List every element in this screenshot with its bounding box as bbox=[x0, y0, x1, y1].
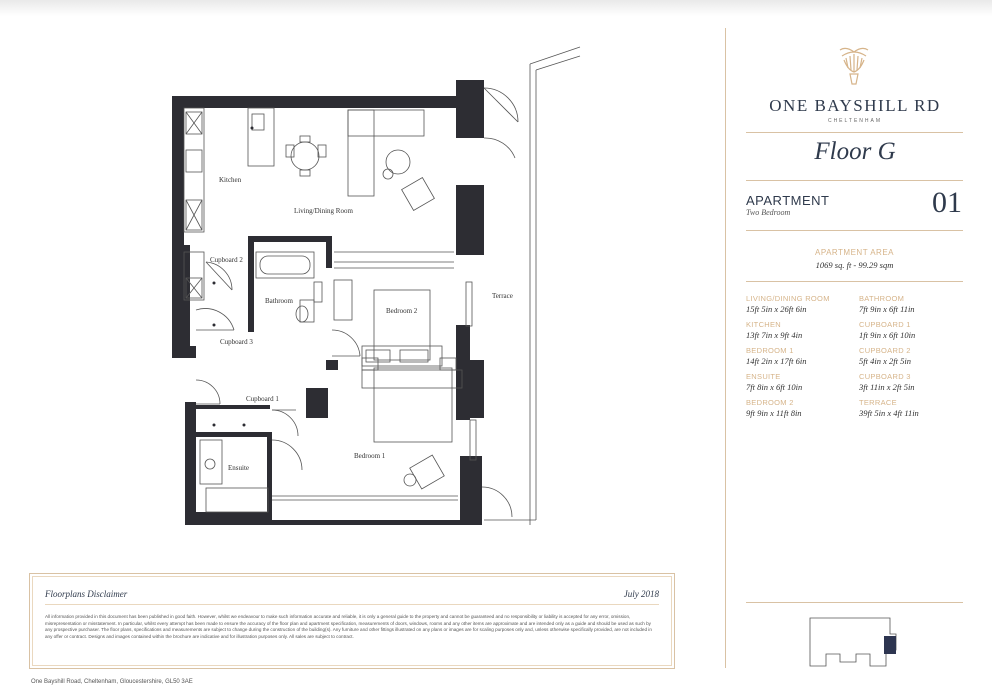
footer-address: One Bayshill Road, Cheltenham, Glouceste… bbox=[31, 679, 193, 685]
divider bbox=[746, 230, 963, 231]
dimension-item: CUPBOARD 1 1ft 9in x 6ft 10in bbox=[859, 320, 964, 341]
dimension-name: BATHROOM bbox=[859, 294, 905, 303]
area-label: APARTMENT AREA bbox=[814, 248, 895, 257]
dimension-item: CUPBOARD 2 5ft 4in x 2ft 5in bbox=[859, 346, 964, 367]
dimension-item: BEDROOM 2 9ft 9in x 11ft 8in bbox=[746, 398, 851, 419]
divider bbox=[746, 180, 963, 181]
area-value: 1069 sq. ft - 99.29 sqm bbox=[815, 260, 894, 270]
disclaimer-text: All information provided in this documen… bbox=[45, 614, 652, 639]
dimension-name: LIVING/DINING ROOM bbox=[746, 294, 830, 303]
dimension-value: 7ft 8in x 6ft 10in bbox=[746, 382, 803, 392]
socket-marks bbox=[212, 126, 254, 518]
dimension-value: 13ft 7in x 9ft 4in bbox=[746, 330, 803, 340]
panel-divider bbox=[725, 28, 726, 668]
dimension-item: CUPBOARD 3 3ft 11in x 2ft 5in bbox=[859, 372, 964, 393]
disclaimer-date: July 2018 bbox=[623, 589, 659, 599]
floor-plan: Kitchen Living/Dining Room Cupboard 2 Ba… bbox=[172, 46, 581, 525]
key-plan bbox=[809, 617, 897, 667]
room-label-terrace: Terrace bbox=[492, 292, 513, 300]
dimension-item: LIVING/DINING ROOM 15ft 5in x 26ft 6in bbox=[746, 294, 851, 315]
dimension-value: 14ft 2in x 17ft 6in bbox=[746, 356, 807, 366]
divider bbox=[746, 281, 963, 282]
dimension-name: TERRACE bbox=[859, 398, 897, 407]
dimension-item: BEDROOM 1 14ft 2in x 17ft 6in bbox=[746, 346, 851, 367]
dimension-value: 39ft 5in x 4ft 11in bbox=[859, 408, 919, 418]
room-label-bedroom1: Bedroom 1 bbox=[354, 452, 386, 460]
dimension-name: BEDROOM 1 bbox=[746, 346, 794, 355]
room-label-cupboard2: Cupboard 2 bbox=[210, 256, 243, 264]
capital-logo-icon bbox=[839, 47, 869, 85]
room-label-cupboard3: Cupboard 3 bbox=[220, 338, 253, 346]
dimension-name: CUPBOARD 1 bbox=[859, 320, 911, 329]
dimension-value: 3ft 11in x 2ft 5in bbox=[859, 382, 915, 392]
room-label-bathroom: Bathroom bbox=[265, 297, 294, 305]
brand-name: ONE BAYSHILL RD bbox=[769, 96, 941, 115]
disclaimer-title: Floorplans Disclaimer bbox=[45, 589, 128, 599]
dimension-name: CUPBOARD 2 bbox=[859, 346, 911, 355]
dimension-value: 9ft 9in x 11ft 8in bbox=[746, 408, 802, 418]
dimension-name: ENSUITE bbox=[746, 372, 781, 381]
room-label-bedroom2: Bedroom 2 bbox=[386, 307, 418, 315]
dimension-name: KITCHEN bbox=[746, 320, 782, 329]
dimension-value: 1ft 9in x 6ft 10in bbox=[859, 330, 916, 340]
room-label-living: Living/Dining Room bbox=[294, 207, 353, 215]
brand-city: CHELTENHAM bbox=[827, 118, 883, 124]
room-label-ensuite: Ensuite bbox=[228, 464, 249, 472]
key-plan-highlight bbox=[884, 636, 896, 654]
dimension-item: BATHROOM 7ft 9in x 6ft 11in bbox=[859, 294, 964, 315]
top-shade bbox=[0, 0, 992, 16]
apartment-subtitle: Two Bedroom bbox=[746, 208, 791, 217]
dimension-name: CUPBOARD 3 bbox=[859, 372, 911, 381]
plan-lines bbox=[183, 46, 581, 525]
apartment-number: 01 bbox=[932, 186, 962, 219]
dimension-item: ENSUITE 7ft 8in x 6ft 10in bbox=[746, 372, 851, 393]
apartment-label: APARTMENT bbox=[746, 193, 830, 208]
disclaimer-box: Floorplans Disclaimer July 2018 All info… bbox=[29, 573, 675, 669]
walls bbox=[172, 80, 484, 525]
dimension-item: KITCHEN 13ft 7in x 9ft 4in bbox=[746, 320, 851, 341]
dimension-item: TERRACE 39ft 5in x 4ft 11in bbox=[859, 398, 964, 419]
disclaimer-divider bbox=[45, 604, 659, 605]
floor-title: Floor G bbox=[814, 138, 896, 165]
divider bbox=[746, 132, 963, 133]
room-label-cupboard1: Cupboard 1 bbox=[246, 395, 279, 403]
dimension-value: 5ft 4in x 2ft 5in bbox=[859, 356, 911, 366]
dimension-name: BEDROOM 2 bbox=[746, 398, 794, 407]
dimension-value: 15ft 5in x 26ft 6in bbox=[746, 304, 807, 314]
dimension-value: 7ft 9in x 6ft 11in bbox=[859, 304, 915, 314]
divider bbox=[746, 602, 963, 603]
room-label-kitchen: Kitchen bbox=[219, 176, 242, 184]
